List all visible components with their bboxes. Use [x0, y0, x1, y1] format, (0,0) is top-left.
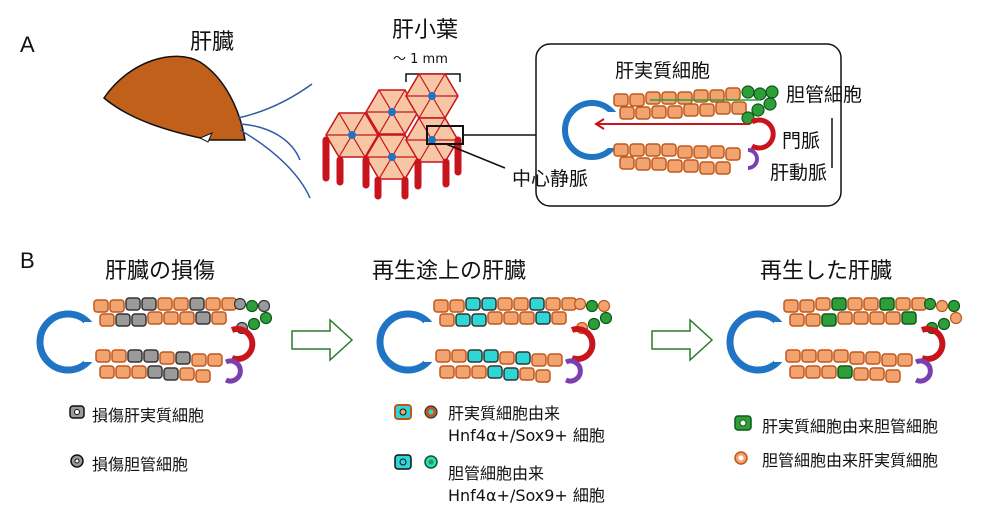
lobule-label: 肝小葉: [392, 18, 459, 43]
legend-hep-to-chol-icon: [734, 415, 752, 431]
legend-hep-derived-icon: [394, 404, 438, 420]
legend-chol-derived-label: 胆管細胞由来: [448, 464, 545, 483]
hepatocyte-label: 肝実質細胞: [615, 60, 711, 82]
legend-damaged-hep-icon: [69, 405, 85, 419]
legend-marker-label-2: Hnf4α+/Sox9+ 細胞: [448, 486, 605, 505]
stage-title-damage: 肝臓の損傷: [105, 259, 216, 284]
legend-hep-to-chol-label: 肝実質細胞由来胆管細胞: [762, 417, 939, 436]
portal-vein-label: 門脈: [782, 130, 821, 152]
legend-damaged-chol-label: 損傷胆管細胞: [92, 455, 189, 474]
cell-plate-stage3: [726, 297, 963, 384]
cell-plate-stage2: [376, 297, 613, 384]
lobule-group: [322, 73, 464, 200]
stage-title-regenerating: 再生途上の肝臓: [372, 259, 527, 284]
lobule-hexagon: [405, 73, 459, 119]
hepatic-artery-label: 肝動脈: [770, 162, 828, 184]
panel-label-a: A: [20, 32, 35, 57]
portal-vein-icon: [750, 117, 776, 151]
liver-organ-icon: [102, 55, 313, 199]
cholangiocyte-label: 胆管細胞: [786, 84, 863, 106]
cell-plate-stage1: [36, 297, 273, 384]
scale-label: ～ 1 mm: [393, 52, 448, 67]
hepatic-artery-icon: [747, 148, 759, 170]
legend-chol-derived-icon: [394, 454, 438, 470]
legend-chol-to-hep-label: 胆管細胞由来肝実質細胞: [762, 451, 939, 470]
legend-chol-to-hep-icon: [734, 451, 748, 465]
stage-title-regenerated: 再生した肝臓: [760, 259, 893, 284]
legend-damaged-chol-icon: [70, 454, 84, 468]
liver-label: 肝臓: [190, 30, 235, 55]
legend-hep-derived-label: 肝実質細胞由来: [448, 404, 561, 423]
legend-marker-label-1: Hnf4α+/Sox9+ 細胞: [448, 426, 605, 445]
hepatocyte-plate-lower: [613, 143, 741, 175]
stage-arrow-1: [291, 318, 354, 362]
central-vein-label: 中心静脈: [512, 168, 589, 190]
legend-damaged-hep-label: 損傷肝実質細胞: [92, 406, 205, 425]
stage-arrow-2: [651, 318, 714, 362]
panel-label-b: B: [20, 248, 35, 273]
hepatocyte-plate-upper: [613, 87, 747, 120]
